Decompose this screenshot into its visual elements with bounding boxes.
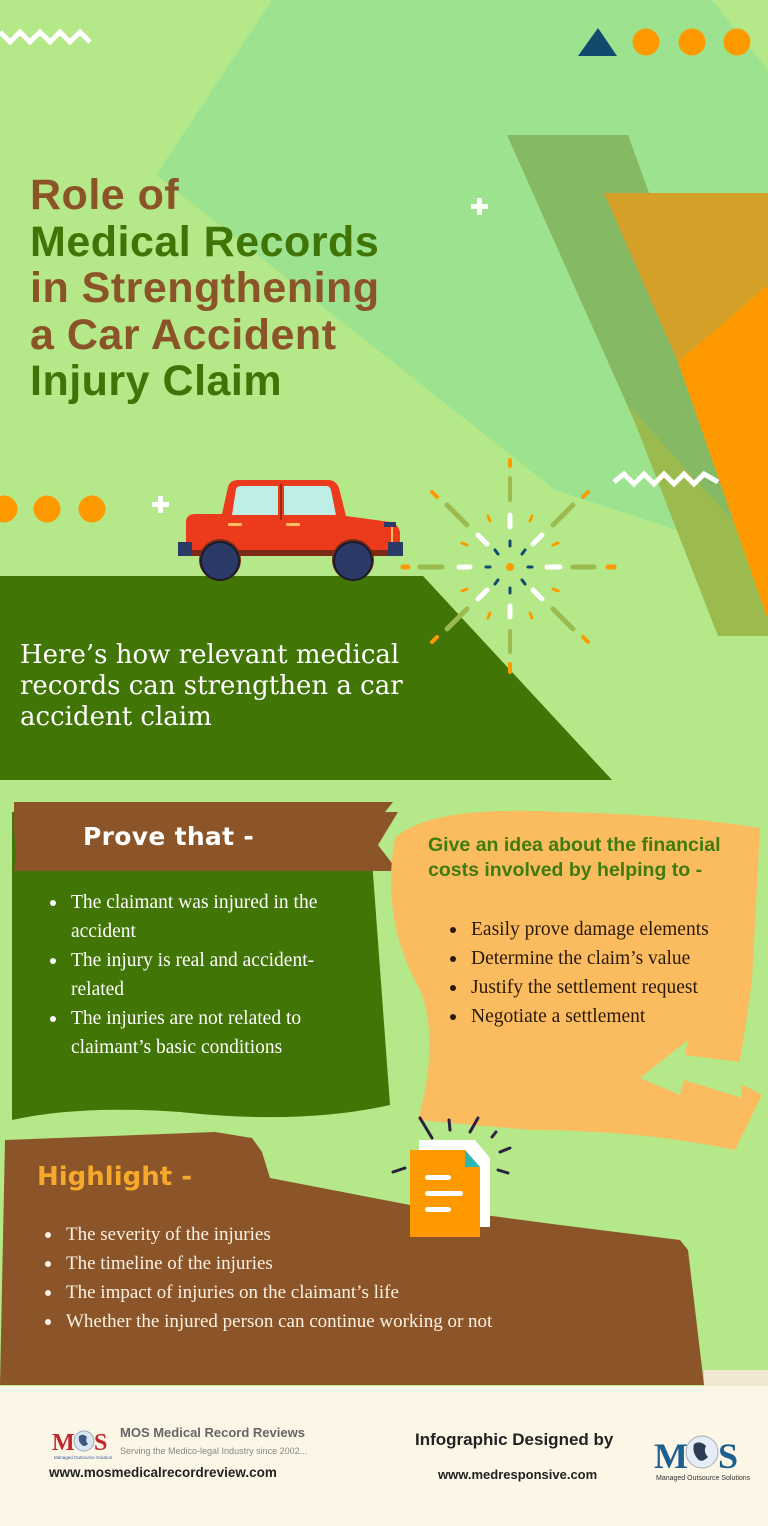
mos-logo-large: M S Managed Outsource Solutions — [654, 1435, 750, 1482]
intro-text: Here’s how relevant medical records can … — [20, 640, 403, 732]
starburst-icon — [400, 458, 617, 674]
highlight-panel — [0, 1132, 704, 1385]
list-item: Negotiate a settlement — [450, 1002, 710, 1031]
list-item: The severity of the injuries — [45, 1220, 645, 1249]
highlight-heading: Highlight - — [37, 1162, 193, 1192]
arrow-notch — [640, 1040, 742, 1098]
title-line: Medical Records — [30, 217, 380, 266]
mos-tagline: Serving the Medico-legal Industry since … — [120, 1446, 308, 1456]
mustard-shape — [604, 193, 768, 362]
car-icon — [178, 480, 403, 581]
plus-icon — [471, 198, 488, 215]
dot-icon — [78, 495, 106, 523]
list-item: Justify the settlement request — [450, 973, 710, 1002]
mos-brand-name: MOS Medical Record Reviews — [120, 1425, 305, 1440]
svg-text:S: S — [94, 1430, 107, 1456]
zigzag-icon — [612, 470, 720, 488]
prove-list: The claimant was injured in the accident… — [50, 888, 340, 1062]
orange-shape — [678, 285, 768, 620]
title-line: Role of — [30, 171, 180, 219]
title-line: a Car Accident — [30, 310, 337, 359]
title-line: Injury Claim — [30, 357, 283, 405]
mos-logo-small: M S Managed Outsource Solutions — [52, 1430, 112, 1460]
prove-heading: Prove that - — [83, 822, 255, 851]
dot-icon — [33, 495, 61, 523]
list-item: The claimant was injured in the accident — [50, 888, 340, 946]
triangle-icon — [578, 28, 617, 56]
highlight-list: The severity of the injuries The timelin… — [45, 1220, 645, 1336]
list-item: The impact of injuries on the claimant’s… — [45, 1278, 645, 1307]
list-item: The timeline of the injuries — [45, 1249, 645, 1278]
list-item: Easily prove damage elements — [450, 915, 710, 944]
prove-banner — [14, 802, 398, 871]
svg-text:M: M — [654, 1436, 688, 1476]
dot-icon — [678, 28, 706, 56]
dot-icon — [632, 28, 660, 56]
designed-by-label: Infographic Designed by — [415, 1430, 614, 1449]
plus-icon — [152, 496, 169, 513]
mos-website-link[interactable]: www.mosmedicalrecordreview.com — [49, 1465, 277, 1480]
dot-icon — [0, 495, 18, 523]
page-title: Role of Medical Records in Strengthening… — [30, 172, 470, 405]
list-item: Whether the injured person can continue … — [45, 1307, 645, 1336]
footer — [0, 1386, 768, 1526]
dot-icon — [723, 28, 751, 56]
svg-text:Managed Outsource Solutions: Managed Outsource Solutions — [54, 1455, 112, 1460]
list-item: The injury is real and accident-related — [50, 946, 340, 1004]
prove-panel — [12, 812, 390, 1120]
list-item: The injuries are not related to claimant… — [50, 1004, 340, 1062]
list-item: Determine the claim’s value — [450, 944, 710, 973]
finance-list: Easily prove damage elements Determine t… — [450, 915, 710, 1031]
finance-heading: Give an idea about the financial costs i… — [428, 834, 721, 881]
zigzag-icon — [0, 28, 92, 46]
designer-website-link[interactable]: www.medresponsive.com — [438, 1467, 598, 1482]
title-line: in Strengthening — [30, 264, 380, 312]
olive-band-lower — [628, 405, 768, 636]
intro-panel — [0, 576, 612, 780]
svg-text:M: M — [52, 1430, 75, 1456]
svg-text:S: S — [718, 1436, 738, 1476]
svg-text:Managed Outsource Solutions: Managed Outsource Solutions — [656, 1475, 750, 1482]
document-icon — [391, 1116, 512, 1237]
